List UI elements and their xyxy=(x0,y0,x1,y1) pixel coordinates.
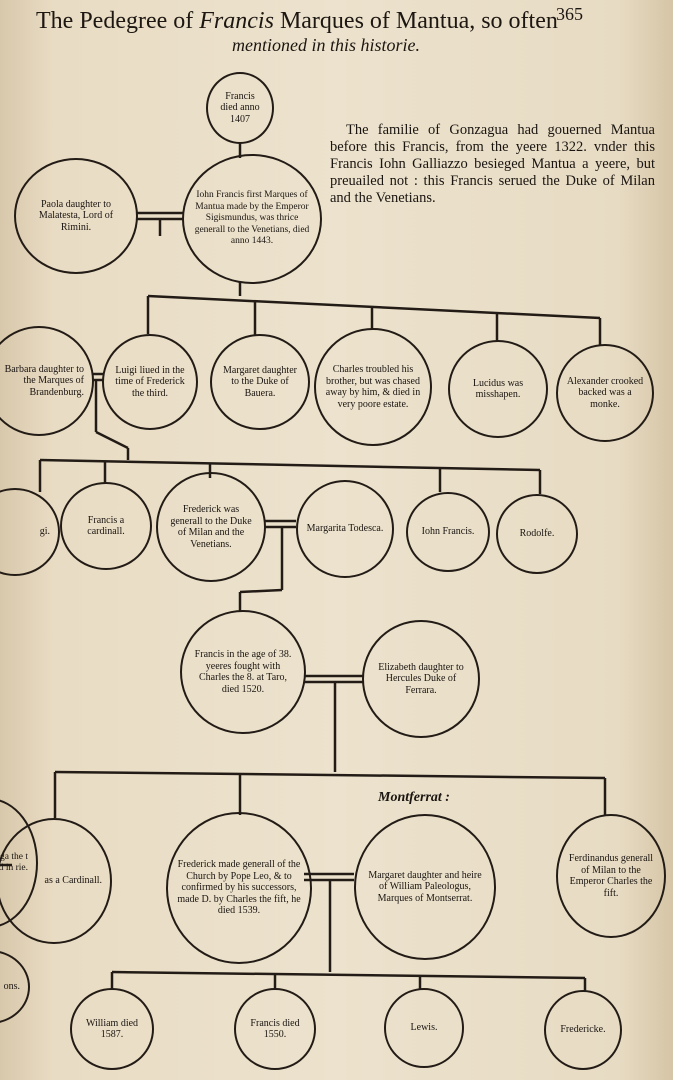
node-margaret-paleologus: Margaret daughter and heire of William P… xyxy=(354,814,496,960)
node-lucidus: Lucidus was misshapen. xyxy=(448,340,548,438)
node-william: William died 1587. xyxy=(70,988,154,1070)
node-rodolfe: Rodolfe. xyxy=(496,494,578,574)
node-francis-1407: Francis died anno 1407 xyxy=(206,72,274,144)
node-elizabeth: Elizabeth daughter to Hercules Duke of F… xyxy=(362,620,480,738)
node-lewis: Lewis. xyxy=(384,988,464,1068)
node-margaret-bauera: Margaret daughter to the Duke of Bauera. xyxy=(210,334,310,430)
node-ferdinandus: Ferdinandus generall of Milan to the Emp… xyxy=(556,814,666,938)
montferrat-label: Montferrat : xyxy=(378,790,450,805)
node-francis-1550: Francis died 1550. xyxy=(234,988,316,1070)
node-margarita: Margarita Todesca. xyxy=(296,480,394,578)
node-frederick-general: Frederick was generall to the Duke of Mi… xyxy=(156,472,266,582)
node-iohn-francis-2: Iohn Francis. xyxy=(406,492,490,572)
title-part-a: The Pedegree of xyxy=(36,8,200,34)
node-john-francis: Iohn Francis first Marques of Mantua mad… xyxy=(182,154,322,284)
node-barbara: Barbara daughter to the Marques of Brand… xyxy=(0,326,94,436)
node-cardinall-fragment: as a Cardinall. xyxy=(0,818,112,944)
intro-paragraph: The familie of Gonzagua had gouerned Man… xyxy=(330,122,655,206)
page-number: 365 xyxy=(556,4,583,24)
node-luigi: Luigi liued in the time of Frederick the… xyxy=(102,334,198,430)
node-fredericke: Fredericke. xyxy=(544,990,622,1070)
page-title: The Pedegree of Francis Marques of Mantu… xyxy=(36,8,596,56)
title-part-b: Marques of Mantua, so often xyxy=(273,8,558,34)
node-charles: Charles troubled his brother, but was ch… xyxy=(314,328,432,446)
title-subline: mentioned in this historie. xyxy=(232,35,420,55)
node-paola: Paola daughter to Malatesta, Lord of Rim… xyxy=(14,158,138,274)
title-name: Francis xyxy=(199,8,274,34)
node-francis-38: Francis in the age of 38. yeeres fought … xyxy=(180,610,306,734)
node-frederick-church: Frederick made generall of the Church by… xyxy=(166,812,312,964)
node-alexander: Alexander crooked backed was a monke. xyxy=(556,344,654,442)
node-francis-cardinall: Francis a cardinall. xyxy=(60,482,152,570)
